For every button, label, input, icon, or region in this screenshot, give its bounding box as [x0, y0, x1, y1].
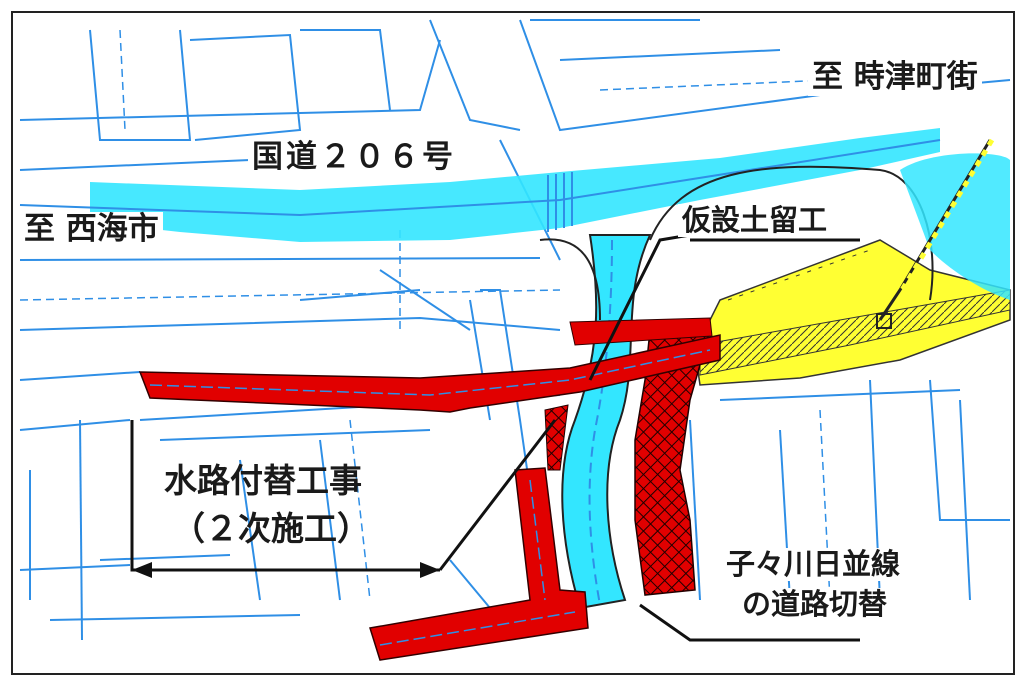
label-to-tokitsu: 至 時津町街	[808, 59, 982, 96]
route-206-centerline	[19, 139, 941, 217]
leader-arrowhead-right	[420, 562, 440, 578]
label-waterway-relocation: 水路付替工事	[164, 461, 362, 500]
manhole-marker	[876, 313, 892, 329]
utility-diagonal	[878, 139, 992, 321]
retaining-hatched-left	[544, 404, 569, 471]
waterway-south-centerline	[379, 479, 576, 646]
road-curve-left	[539, 238, 601, 321]
waterway-centerline	[149, 349, 711, 396]
label-temporary-retaining: 仮設土留工	[678, 203, 832, 238]
utility-diagonal-yellow	[899, 138, 995, 292]
label-second-phase: （２次施工）	[172, 509, 370, 548]
route-206-highlight	[90, 128, 940, 242]
waterway-channel-tail	[569, 317, 713, 346]
label-route-206: 国道２０６号	[248, 139, 460, 176]
label-to-saikai: 至 西海市	[20, 211, 163, 248]
label-road-switch-line2: の道路切替	[738, 587, 892, 622]
label-road-switch-line1: 子々川日並線	[722, 547, 905, 582]
waterway-south	[369, 467, 589, 661]
road-realignment-lane	[588, 239, 613, 606]
road-right-sweep	[900, 153, 1010, 300]
leader-arrowhead-left	[132, 562, 152, 578]
embankment-slope	[699, 289, 1011, 376]
waterway-channel	[138, 334, 721, 413]
crosswalk	[547, 172, 573, 232]
embankment-teeth	[727, 249, 871, 301]
retaining-hatched-block	[634, 329, 711, 596]
